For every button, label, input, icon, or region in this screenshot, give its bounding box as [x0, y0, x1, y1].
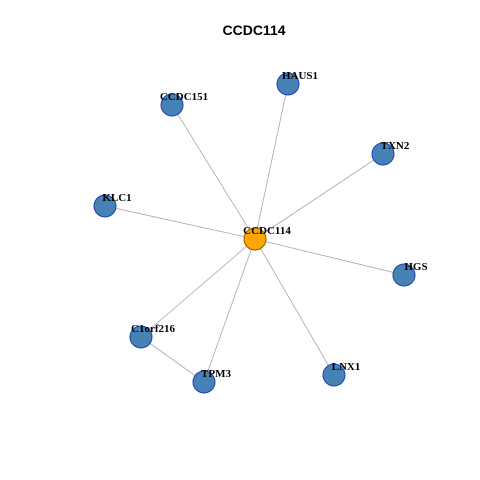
node-label-ccdc114: CCDC114	[243, 225, 291, 237]
node-label-tpm3: TPM3	[201, 368, 231, 380]
node-label-klc1: KLC1	[102, 192, 131, 204]
node-klc1[interactable]	[93, 194, 117, 218]
node-label-ccdc151: CCDC151	[160, 91, 208, 103]
edges-layer	[104, 83, 405, 383]
node-tpm3[interactable]	[192, 370, 216, 394]
node-ccdc114[interactable]	[243, 227, 267, 251]
node-lnx1[interactable]	[322, 363, 346, 387]
edge-ccdc114-klc1	[104, 205, 256, 240]
edge-ccdc114-ccdc151	[171, 104, 256, 240]
node-ccdc151[interactable]	[160, 93, 184, 117]
edge-ccdc114-c1orf216	[140, 238, 256, 338]
node-c1orf216[interactable]	[129, 325, 153, 349]
node-txn2[interactable]	[371, 142, 395, 166]
edge-ccdc114-hgs	[254, 238, 405, 276]
node-label-haus1: HAUS1	[282, 70, 318, 82]
nodes-layer	[93, 72, 416, 394]
edge-ccdc114-haus1	[254, 83, 289, 240]
edge-c1orf216-tpm3	[140, 336, 205, 383]
edge-ccdc114-tpm3	[203, 238, 256, 383]
edge-ccdc114-txn2	[254, 153, 384, 240]
node-label-lnx1: LNX1	[332, 361, 361, 373]
graph-title: CCDC114	[222, 22, 285, 38]
node-haus1[interactable]	[276, 72, 300, 96]
edge-ccdc114-lnx1	[254, 238, 335, 376]
node-label-hgs: HGS	[404, 261, 427, 273]
node-label-txn2: TXN2	[381, 140, 410, 152]
node-label-c1orf216: C1orf216	[131, 323, 175, 335]
node-hgs[interactable]	[392, 263, 416, 287]
